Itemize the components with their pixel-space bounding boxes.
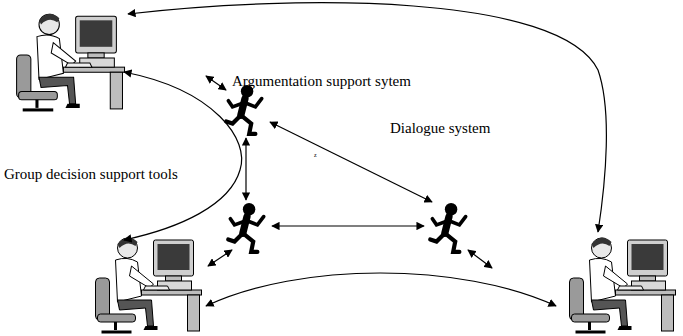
agent-figure: [228, 203, 263, 252]
user-workstation: [17, 14, 125, 110]
agent-figure: [226, 85, 261, 134]
system-label: Argumentation support sytem: [232, 73, 411, 90]
user-link-curve: [206, 273, 556, 306]
stray-mark: z: [314, 152, 317, 159]
agent-figure: [430, 203, 465, 252]
agent-link: [206, 76, 226, 90]
system-label: Dialogue system: [390, 120, 490, 137]
user-workstation: [570, 237, 676, 332]
agent-link: [272, 225, 424, 226]
user-link-curve: [124, 72, 242, 240]
agent-link: [208, 250, 232, 266]
agent-link: [468, 250, 492, 268]
user-workstation: [96, 237, 202, 332]
tool-label: Group decision support tools: [4, 166, 178, 183]
user-link-curve: [128, 3, 606, 232]
agent-link: [245, 138, 246, 200]
